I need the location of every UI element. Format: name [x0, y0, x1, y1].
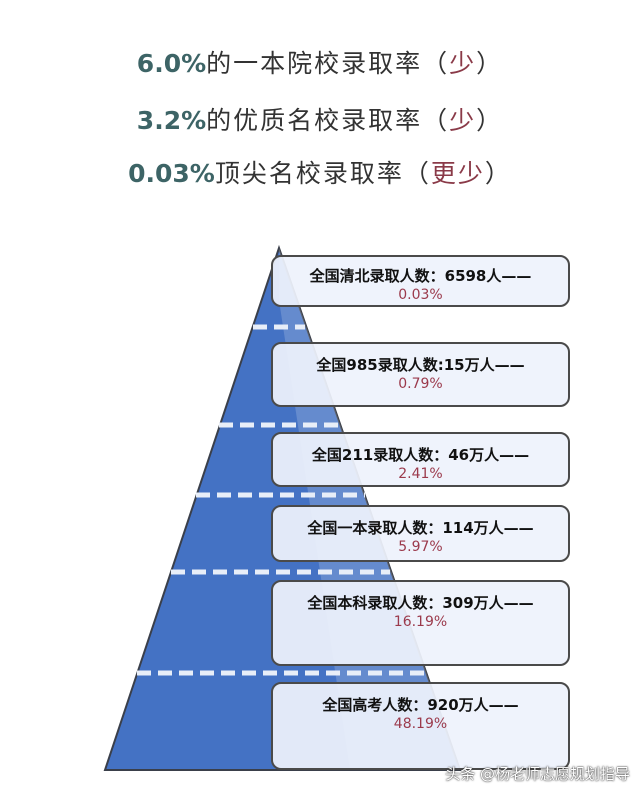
headline-emphasis: 少	[449, 106, 477, 135]
headline-emphasis: 少	[449, 49, 477, 78]
tier-label: 全国高考人数：920万人——	[322, 696, 519, 714]
tier-label: 全国一本录取人数：114万人——	[307, 519, 534, 537]
headline-pct: 6.0%	[136, 49, 207, 78]
tier-label: 全国本科录取人数：309万人——	[307, 594, 534, 612]
tier-label: 全国211录取人数：46万人——	[311, 446, 530, 464]
tier-ratio: 0.03%	[398, 287, 443, 303]
tier-ratio: 2.41%	[398, 466, 443, 482]
headline-close: ）	[484, 159, 512, 188]
tier-label: 全国清北录取人数：6598人——	[309, 267, 532, 285]
tier-box-qingbei: 全国清北录取人数：6598人—— 0.03%	[271, 255, 570, 307]
tier-label: 全国985录取人数:15万人——	[316, 356, 525, 374]
headline-text: 的一本院校录取率（	[206, 49, 450, 78]
tier-ratio: 5.97%	[398, 539, 443, 555]
headline-close: ）	[476, 49, 504, 78]
tier-box-211: 全国211录取人数：46万人—— 2.41%	[271, 432, 570, 487]
headline-emphasis: 更少	[430, 159, 485, 188]
headline-close: ）	[476, 106, 504, 135]
headline-1: 6.0%的一本院校录取率（少）	[0, 44, 640, 80]
tier-ratio: 0.79%	[398, 376, 443, 392]
headline-pct: 0.03%	[128, 159, 215, 188]
tier-box-benke: 全国本科录取人数：309万人—— 16.19%	[271, 580, 570, 666]
headline-2: 3.2%的优质名校录取率（少）	[0, 101, 640, 137]
headline-text: 顶尖名校录取率（	[214, 159, 431, 188]
tier-box-gaokao: 全国高考人数：920万人—— 48.19%	[271, 682, 570, 770]
tier-box-985: 全国985录取人数:15万人—— 0.79%	[271, 342, 570, 407]
headline-3: 0.03%顶尖名校录取率（更少）	[0, 154, 640, 190]
tier-dividers	[137, 324, 425, 676]
tier-ratio: 16.19%	[393, 614, 448, 630]
watermark: 头条 @杨老师志愿规划指导	[445, 765, 630, 783]
headline-pct: 3.2%	[136, 106, 207, 135]
headline-text: 的优质名校录取率（	[206, 106, 450, 135]
tier-ratio: 48.19%	[393, 716, 448, 732]
tier-box-yiben: 全国一本录取人数：114万人—— 5.97%	[271, 505, 570, 562]
